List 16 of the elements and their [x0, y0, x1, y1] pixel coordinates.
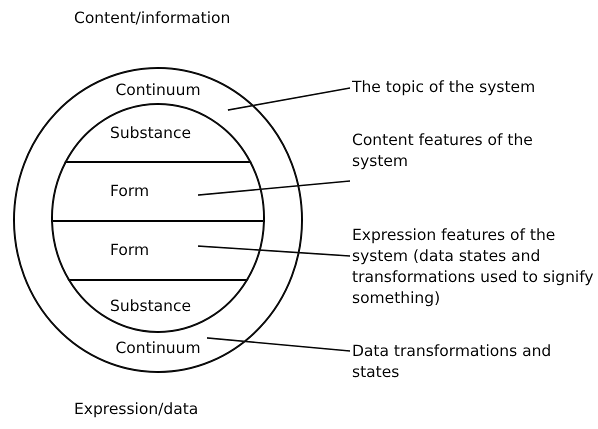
annotation-text: Content features of the system [352, 130, 534, 172]
band-label: Form [110, 241, 150, 259]
leader-line [228, 87, 350, 111]
leader-line [198, 180, 350, 196]
axis-heading: Expression/data [74, 399, 198, 420]
annotation-text: Data transformations and states [352, 341, 552, 383]
axis-heading: Content/information [74, 8, 230, 29]
band-label: Substance [110, 124, 192, 142]
band-label: Form [110, 182, 150, 200]
ring-label: Continuum [115, 81, 201, 99]
leader-line [198, 245, 350, 257]
ring-label: Continuum [115, 339, 201, 357]
annotation-text: Expression features of the system (data states and transformations used to signify something) [352, 225, 595, 309]
leader-line [206, 337, 350, 352]
annotation-text: The topic of the system [352, 77, 536, 98]
band-label: Substance [110, 296, 192, 314]
